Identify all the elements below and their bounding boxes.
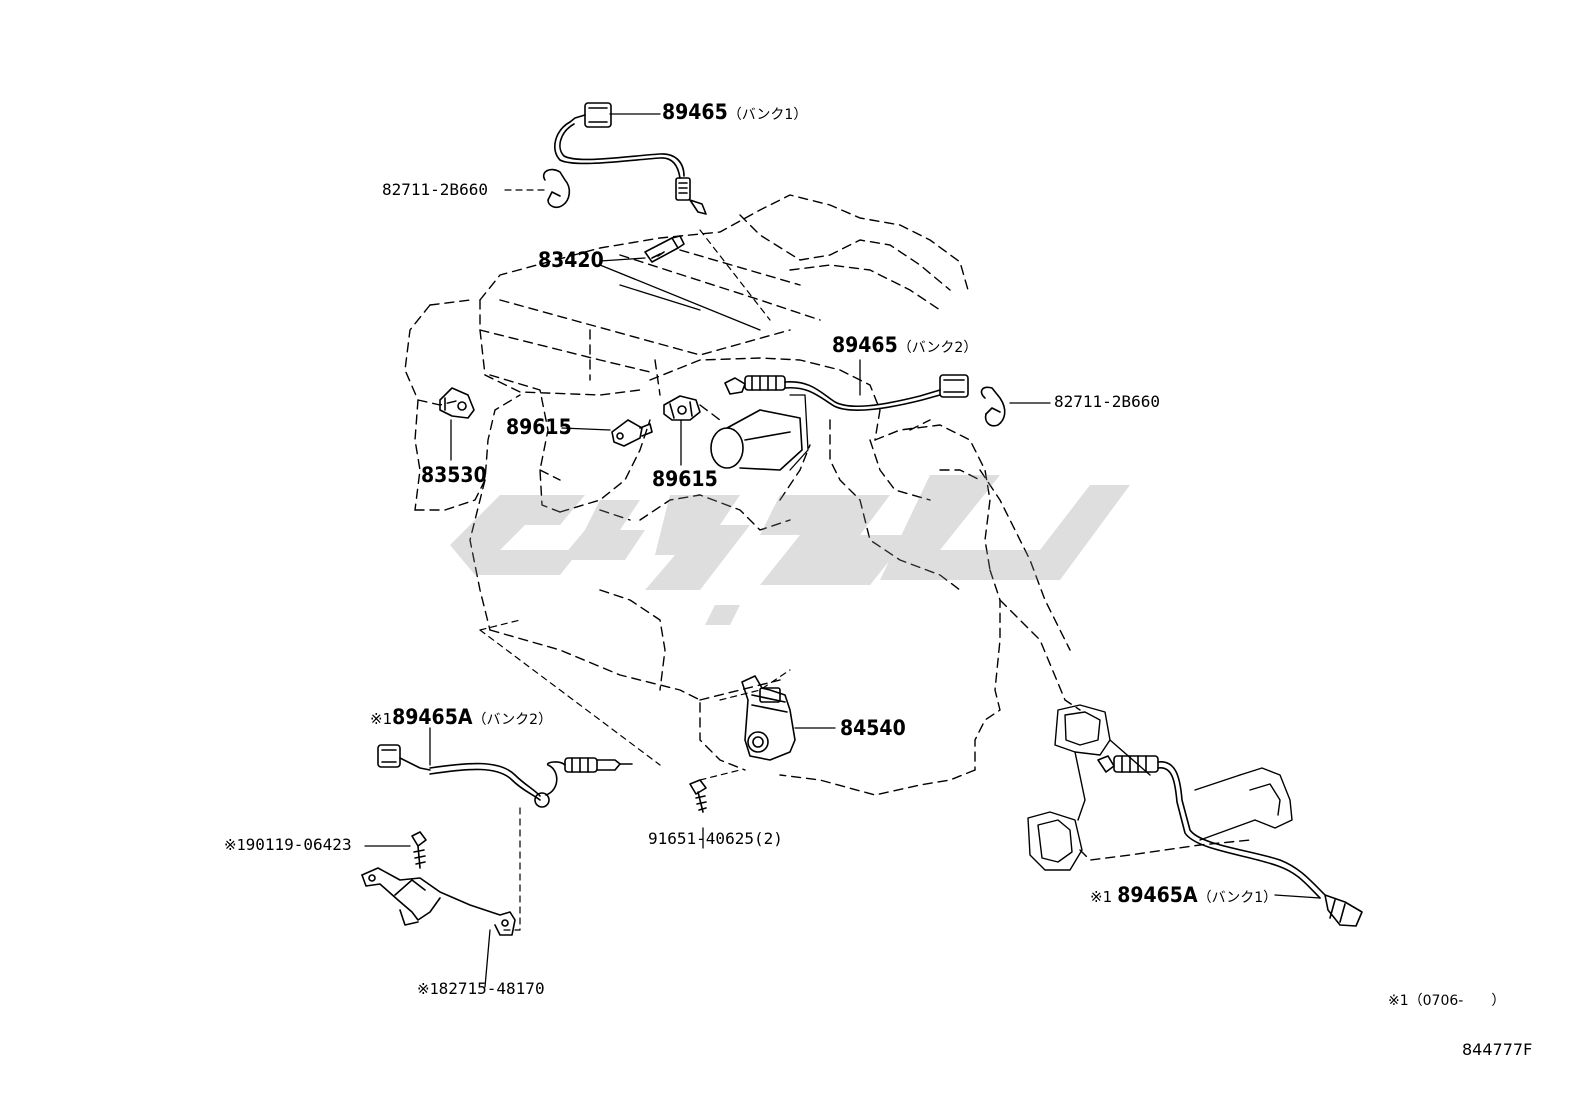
label-82711-top-left: 82711-2B660 (382, 182, 488, 198)
label-91651: 91651-40625(2) (648, 831, 783, 847)
water-outlet (710, 409, 803, 471)
label-83420: 83420 (538, 250, 604, 271)
af-sensor-bank2 (377, 744, 633, 808)
label-89465-bank1: 89465（バンク1） (662, 102, 807, 123)
diagram-code-text: 844777F (1462, 1040, 1533, 1059)
footnote-mark: ※1 (1090, 888, 1113, 906)
engine-outline (404, 194, 1251, 861)
footnote-mark: ※1 (417, 980, 439, 998)
part-number: 89465A (1117, 883, 1198, 907)
part-number: 91651-40625(2) (648, 829, 783, 848)
oil-switch-83530 (439, 387, 475, 419)
o2-sensor-bank1-top (554, 102, 707, 215)
bracket-82715 (361, 867, 516, 936)
diagram-code: 844777F (1462, 1042, 1532, 1058)
o2-sensor-bank2-mid (724, 374, 969, 412)
footnote-mark: ※1 (1388, 993, 1409, 1009)
knock-sensor-left (611, 419, 653, 447)
af-sensor-bank1 (1097, 755, 1363, 927)
bank-note: （バンク1） (727, 107, 808, 123)
solid-leaders (364, 113, 1321, 988)
label-84540: 84540 (840, 718, 906, 739)
label-83530: 83530 (421, 465, 487, 486)
part-number: 84540 (840, 716, 906, 740)
part-number: 89465 (662, 100, 728, 124)
label-89615-lower: 89615 (652, 469, 718, 490)
clamp-top-left (542, 168, 571, 208)
part-number: 89615 (506, 415, 572, 439)
label-89465A-bank1: ※1 89465A（バンク1） (1090, 885, 1277, 906)
label-82711-right: 82711-2B660 (1054, 394, 1160, 410)
part-number: 89465A (392, 705, 473, 729)
footnote-mark: ※1 (370, 710, 393, 728)
label-89465A-bank2: ※189465A（バンク2） (370, 707, 552, 728)
footnote-range: （0706- ） (1408, 993, 1506, 1009)
bank-note: （バンク2） (472, 712, 553, 728)
part-number: 82711-2B660 (382, 180, 488, 199)
part-number: 82715-48170 (438, 979, 545, 998)
bank-note: （バンク2） (897, 340, 978, 356)
engine-solid-edges (599, 264, 809, 471)
bank-note: （バンク1） (1197, 890, 1278, 906)
bolt-91651 (689, 779, 707, 813)
part-number: 83420 (538, 248, 604, 272)
footnote-legend: ※1（0706- ） (1388, 994, 1505, 1008)
sensor-83420 (644, 235, 685, 263)
label-82715: ※182715-48170 (417, 981, 545, 997)
knock-sensor-lower (663, 395, 701, 421)
switch-84540 (741, 675, 796, 761)
part-number: 90119-06423 (245, 835, 352, 854)
label-89465-bank2: 89465（バンク2） (832, 335, 977, 356)
exhaust-pipes (1027, 704, 1293, 871)
clamp-right (980, 386, 1006, 427)
label-89615-left: 89615 (506, 417, 572, 438)
footnote-mark: ※1 (224, 836, 246, 854)
part-number: 89615 (652, 467, 718, 491)
label-90119: ※190119-06423 (224, 837, 352, 853)
leader-lines (479, 189, 791, 931)
bolt-90119 (411, 831, 427, 869)
part-number: 82711-2B660 (1054, 392, 1160, 411)
part-number: 89465 (832, 333, 898, 357)
watermark-logo (450, 475, 1130, 625)
part-number: 83530 (421, 463, 487, 487)
